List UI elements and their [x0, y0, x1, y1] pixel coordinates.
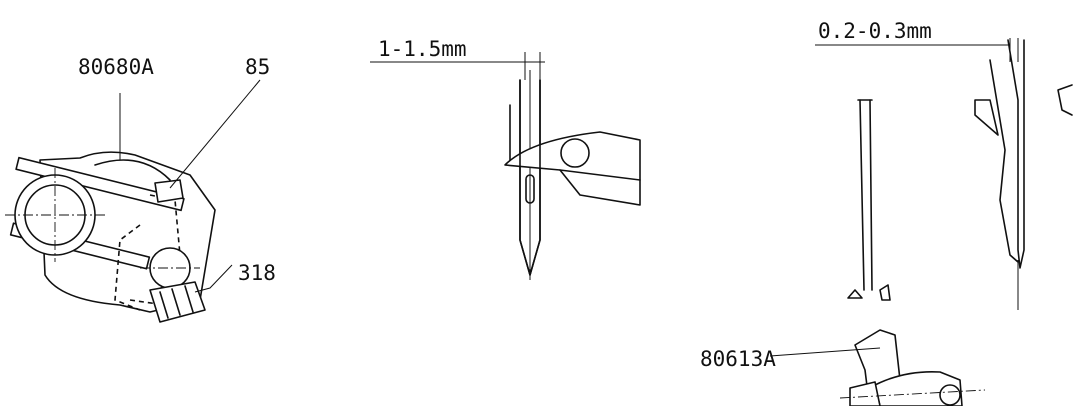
- label-80613a: 80613A: [700, 347, 776, 371]
- needle-front: [519, 79, 541, 276]
- needle-eye: [525, 174, 535, 204]
- hook-blade-edge: [559, 169, 641, 181]
- dimension-1-1-5mm: 1-1.5mm: [378, 37, 467, 61]
- screw-318-thread-1: [159, 291, 169, 319]
- small-mark-1: [847, 289, 863, 299]
- small-mark-2: [879, 284, 891, 301]
- hidden-edge-2: [114, 224, 141, 311]
- label-318: 318: [238, 261, 276, 285]
- figure-needle-gap: 1-1.5mm: [370, 37, 641, 280]
- looper-tip: [989, 59, 1019, 263]
- thin-needle-1: [859, 99, 865, 291]
- wedge-2: [1057, 84, 1073, 116]
- label-80680a: 80680A: [78, 55, 154, 79]
- hook-blade: [504, 131, 641, 206]
- thin-needle-2: [869, 99, 873, 291]
- screw-318-thread-3: [184, 285, 194, 313]
- clamp-nut: [849, 381, 881, 406]
- screw-85-head: [154, 179, 184, 203]
- clamp-screw: [939, 384, 961, 406]
- leader-318: [194, 264, 233, 293]
- screw-318-thread-2: [171, 288, 181, 316]
- screw-318-body: [149, 281, 206, 323]
- upper-bar: [15, 156, 185, 212]
- figure-hook-assembly: 80680A 85 318: [5, 55, 276, 323]
- wedge-1: [974, 99, 999, 136]
- dimension-0-2-0-3mm: 0.2-0.3mm: [818, 19, 932, 43]
- label-85: 85: [245, 55, 270, 79]
- hook-hole: [560, 138, 590, 168]
- hook-rib: [94, 159, 171, 181]
- clamp-centerline: [839, 389, 986, 399]
- leader-80613a: [769, 347, 881, 357]
- leader-85: [169, 79, 261, 189]
- figure-looper-assembly: 0.2-0.3mm 80613A: [700, 19, 1073, 406]
- right-needle: [1007, 39, 1025, 269]
